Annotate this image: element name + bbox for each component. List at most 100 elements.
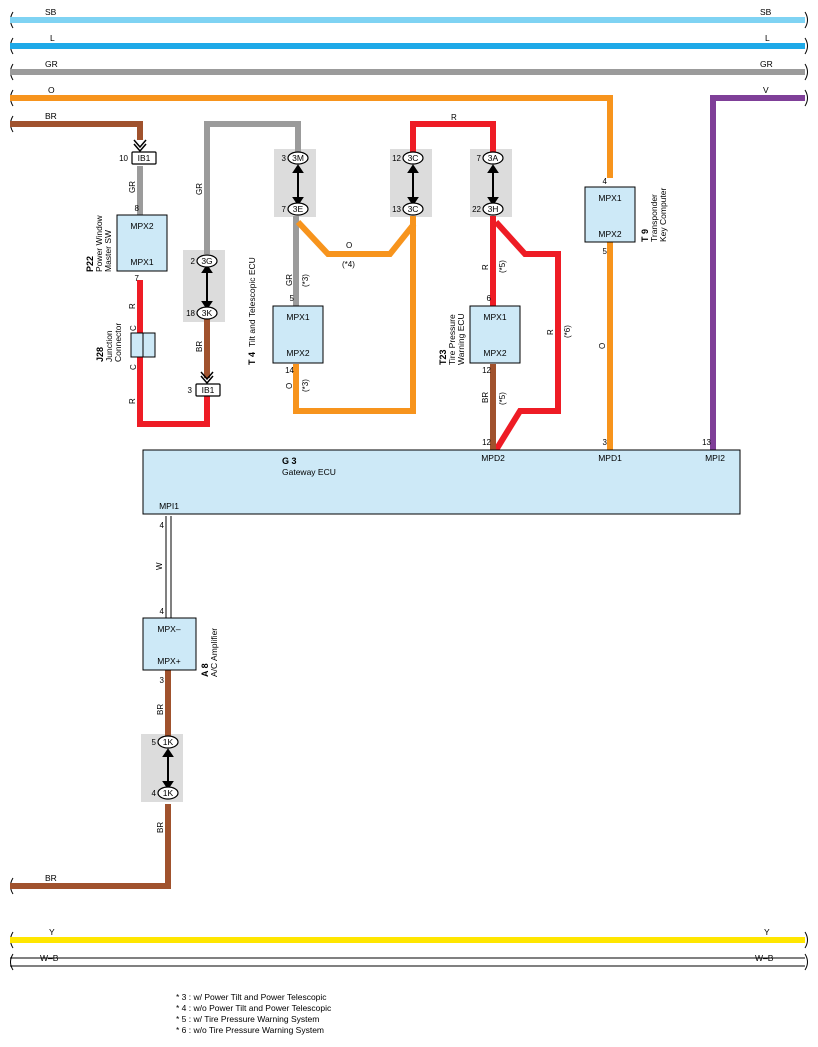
bus-gr-label-left: GR [45,59,58,69]
pin-5-t4: 5 [290,294,295,303]
pin-4-t9: 4 [603,177,608,186]
pin-numbers: 10 8 7 2 18 3 3 7 5 14 12 13 7 22 6 12 1… [119,154,711,798]
connector-1k-top: 1K [163,737,174,747]
bus-o-label-left: O [48,85,55,95]
footnote-4: * 4 : w/o Power Tilt and Power Telescopi… [176,1003,332,1013]
t4-code: T 4 [247,352,257,365]
pin-12-3c: 12 [392,154,401,163]
wire-o-t9: O [598,343,607,349]
a8-mpx-plus: MPX+ [157,656,180,666]
a8-mpx-minus: MPX– [157,624,180,634]
bus-v-line [710,95,805,450]
p22-name-1: Power Window [94,214,104,272]
ecu-t23-box [469,305,521,364]
connector-3a: 3A [488,153,499,163]
left-edge-breaks [10,11,14,971]
footnote-6: * 6 : w/o Tire Pressure Warning System [176,1025,325,1035]
pin-4-g3: 4 [160,521,165,530]
bus-wb-label-right: W–B [755,953,774,963]
bus-y-label-right: Y [764,927,770,937]
a8-name: A/C Amplifier [209,628,219,677]
footnotes: * 3 : w/ Power Tilt and Power Telescopic… [176,992,331,1036]
t23-label: T23 Tire Pressure Warning ECU [438,313,466,365]
wire-note6: (*6) [563,325,572,338]
pin-3-3m: 3 [282,154,287,163]
t4-mpx2: MPX2 [286,348,309,358]
bus-sb-label-left: SB [45,7,57,17]
a8-label: A 8 A/C Amplifier [200,628,219,677]
bus-br-bottom-line [10,804,171,889]
w-wire [165,516,172,618]
wire-br-a8: BR [156,704,165,715]
wire-note5-top: (*5) [498,260,507,273]
bus-o-line [10,95,613,178]
wire-r-bypass: R [546,329,555,335]
pin-5-t9: 5 [603,247,608,256]
ecu-a8-box [142,617,197,671]
p22-mpx1: MPX1 [130,257,153,267]
ecu-p22-box [116,214,168,272]
pin-12-g3: 12 [482,438,491,447]
g3-mpi2: MPI2 [705,453,725,463]
j28-name-2: Connector [113,323,123,362]
t4-name: Tilt and Telescopic ECU [247,257,257,347]
a8-code: A 8 [200,663,210,677]
pin-4-1k: 4 [152,789,157,798]
bus-labels: SB SB L L GR GR O V BR BR Y Y W–B W–B [40,7,774,963]
pin-14-t4: 14 [285,366,294,375]
pin-18: 18 [186,309,195,318]
ecu-boxes [116,186,741,671]
g3-code: G 3 [282,456,297,466]
wire-w: W [155,562,164,570]
connector-3h: 3H [488,204,499,214]
t9-mpx1: MPX1 [598,193,621,203]
footnote-5: * 5 : w/ Tire Pressure Warning System [176,1014,320,1024]
junction-connector-j28 [130,332,156,358]
wire-c-top: C [129,325,138,331]
ib1-chevrons [133,139,214,385]
wire-r-lower: R [128,398,137,404]
ecu-t9-box [584,186,636,243]
pin-7: 7 [135,274,140,283]
wire-o-mid: O [346,241,352,250]
pin-10: 10 [119,154,128,163]
j28-code: J28 [95,347,105,362]
connector-3e: 3E [293,204,304,214]
bus-gr-label-right: GR [760,59,773,69]
wire-r-p22: R [128,303,137,309]
right-edge-breaks [804,11,808,971]
ecu-g3-box [142,449,741,515]
wire-labels: GR R C C R GR BR GR (*3) O (*3) R (*5) R… [128,181,607,833]
connector-ib1-bottom: IB1 [202,385,215,395]
connector-3g: 3G [201,256,212,266]
t9-code: T 9 [640,229,650,242]
pin-7-3e: 7 [282,205,287,214]
pin-6-t23: 6 [487,294,492,303]
connector-ovals [131,151,504,800]
t9-label: T 9 Transponder Key Computer [640,188,668,242]
wire-note3-top: (*3) [301,274,310,287]
wire-labels-horizontal: R O (*4) [342,113,457,269]
ecu-inner-labels: MPX2 MPX1 MPX1 MPX2 MPX1 MPX2 MPX1 MPX2 … [130,193,725,666]
pin-2: 2 [191,257,196,266]
pin-3-a8: 3 [160,676,165,685]
connector-3k: 3K [202,308,213,318]
connector-3c-top: 3C [408,153,419,163]
t9-mpx2: MPX2 [598,229,621,239]
g3-mpd2: MPD2 [481,453,505,463]
bus-l-label-left: L [50,33,55,43]
t9-name-1: Transponder [649,194,659,242]
pin-22-3h: 22 [472,205,481,214]
connector-3m: 3M [292,153,304,163]
g3-mpd1: MPD1 [598,453,622,463]
bus-lines [10,17,805,943]
j28-label: J28 Junction Connector [95,323,123,362]
wire-br-t23: BR [481,392,490,403]
bus-sb-label-right: SB [760,7,772,17]
footnote-3: * 3 : w/ Power Tilt and Power Telescopic [176,992,327,1002]
p22-mpx2: MPX2 [130,221,153,231]
t23-code: T23 [438,349,448,365]
pin-13-3c: 13 [392,205,401,214]
wire-note4: (*4) [342,260,355,269]
g3-name: Gateway ECU [282,467,336,477]
